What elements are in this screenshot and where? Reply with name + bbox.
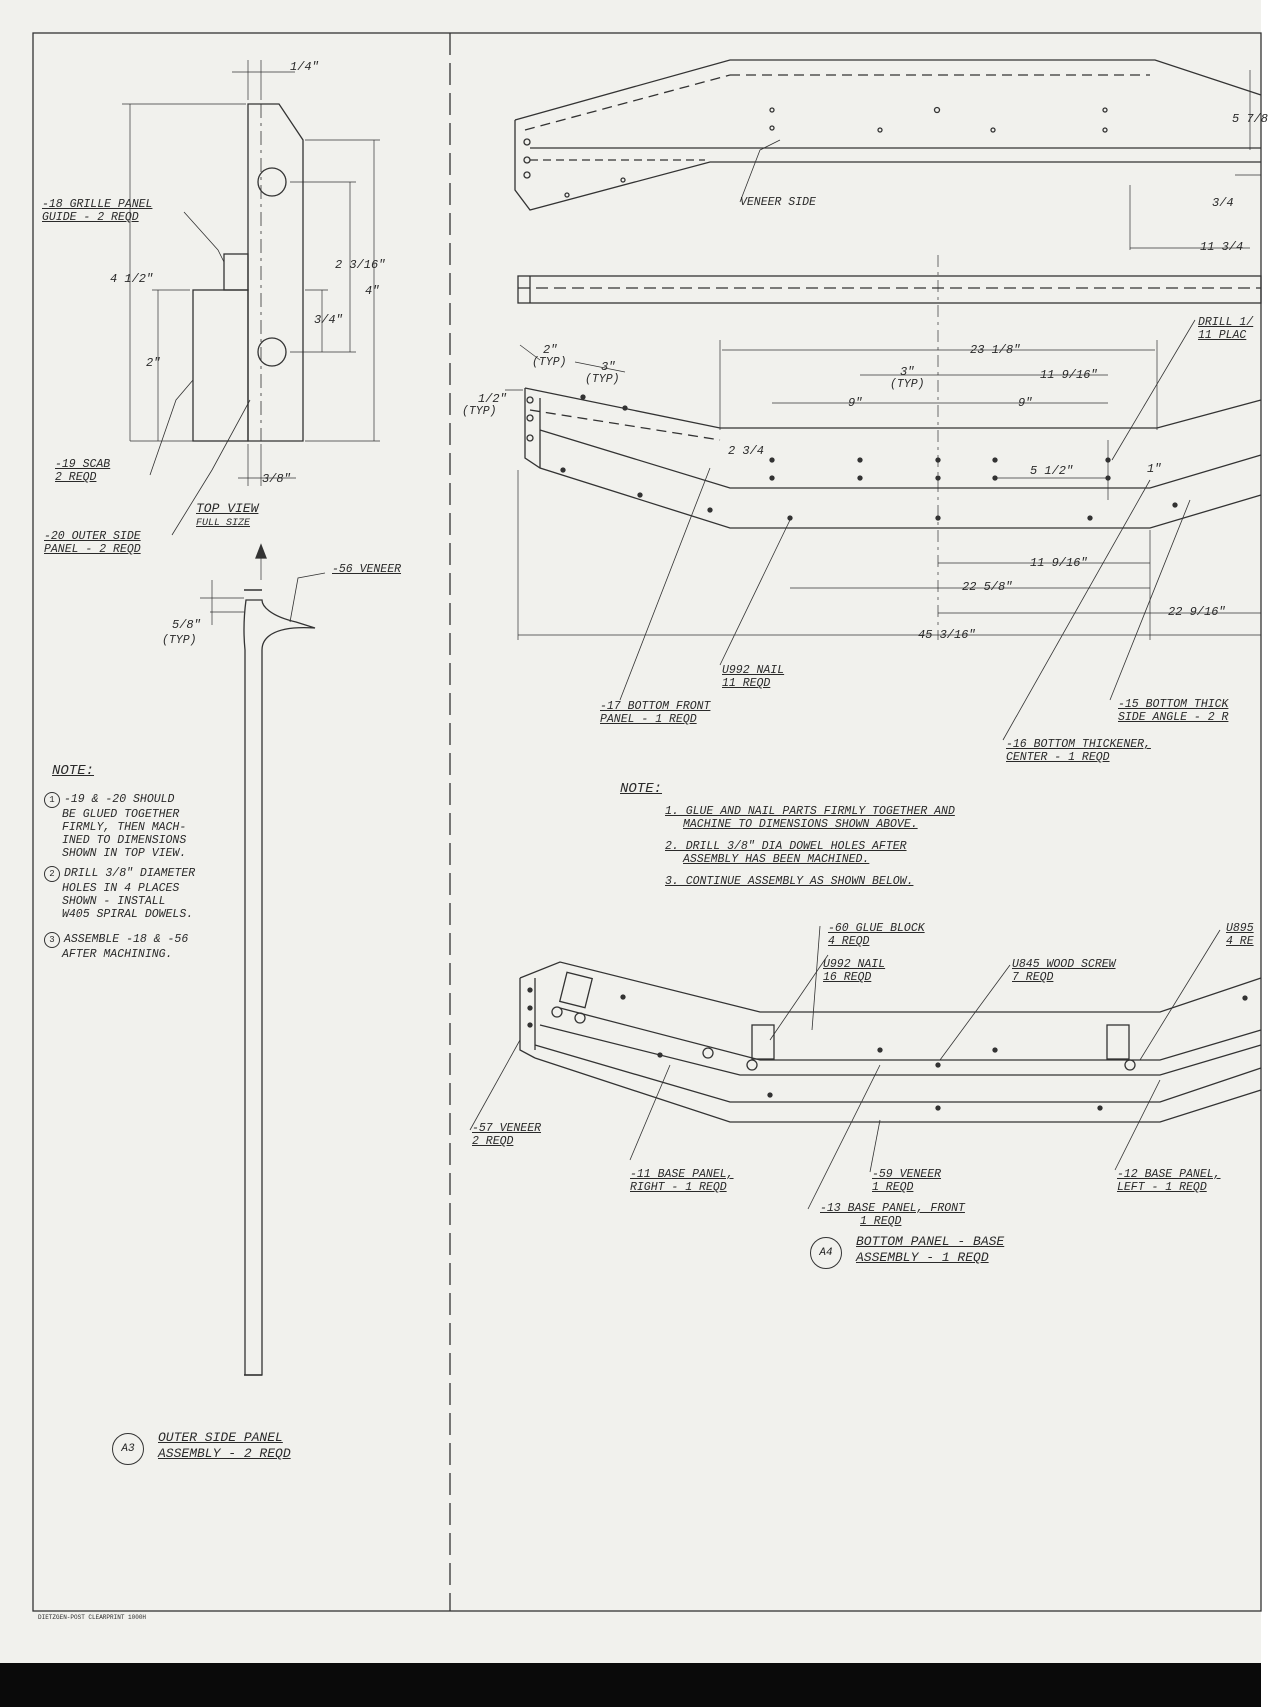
dim-22-5-8: 22 5/8" (962, 580, 1013, 594)
a3-side-view (200, 543, 326, 1376)
dim-3-4-right: 3/4 (1212, 196, 1234, 210)
dim-9-b: 9" (1018, 396, 1033, 410)
label-base-panel-left: -12 BASE PANEL,LEFT - 1 REQD (1117, 1168, 1221, 1194)
dim-11-9-16-b: 11 9/16" (1030, 556, 1088, 570)
dim-1-2-typ: 1/2" (478, 392, 507, 406)
a4-upper-panel (514, 59, 1262, 250)
a3-top-view (122, 60, 380, 536)
dim-typ-1: (TYP) (532, 356, 567, 369)
a4-base-assembly (469, 925, 1262, 1210)
scan-edge-bar (0, 1663, 1261, 1707)
view-id-a3: A3 (112, 1433, 144, 1465)
dim-11-3-4: 11 3/4 (1200, 240, 1244, 254)
dim-9-a: 9" (848, 396, 863, 410)
a4-edge-view (517, 255, 1262, 640)
note-a4-item-3: 3. CONTINUE ASSEMBLY AS SHOWN BELOW. (665, 875, 914, 888)
dim-4-1-2: 4 1/2" (110, 272, 154, 286)
dim-1: 1" (1147, 462, 1162, 476)
paper-brand-footer: DIETZGEN-POST CLEARPRINT 1000H (38, 1614, 147, 1621)
dim-5-7-8: 5 7/8 (1232, 112, 1268, 126)
dim-2-3-4: 2 3/4 (728, 444, 765, 458)
dim-22-9-16: 22 9/16" (1168, 605, 1226, 619)
label-veneer-side: VENEER SIDE (740, 196, 816, 209)
a4-middle-panel (505, 319, 1262, 741)
dim-typ-a3: (TYP) (162, 634, 197, 647)
dim-2: 2" (146, 356, 161, 370)
dim-5-1-2: 5 1/2" (1030, 464, 1074, 478)
label-base-panel-right: -11 BASE PANEL,RIGHT - 1 REQD (630, 1168, 734, 1194)
dim-3-typ-2: 3" (900, 365, 915, 379)
dim-5-8: 5/8" (172, 618, 201, 632)
dim-3-typ: 3" (601, 360, 616, 374)
drawing-border (32, 32, 1262, 1612)
note-a4-heading: NOTE: (620, 781, 663, 797)
dim-3-4: 3/4" (314, 313, 343, 327)
dim-11-9-16-a: 11 9/16" (1040, 368, 1098, 382)
label-bottom-thickener-center: -16 BOTTOM THICKENER,CENTER - 1 REQD (1006, 738, 1151, 764)
dim-typ-3: (TYP) (462, 405, 497, 418)
dim-2-typ: 2" (543, 343, 558, 357)
note-a4-item-1: 1. GLUE AND NAIL PARTS FIRMLY TOGETHER A… (665, 805, 955, 831)
dim-4: 4" (365, 284, 380, 298)
label-veneer-56: -56 VENEER (332, 563, 402, 576)
dim-typ-2: (TYP) (585, 373, 620, 386)
dim-2-3-16: 2 3/16" (335, 258, 386, 272)
dim-typ-4: (TYP) (890, 378, 925, 391)
note-a3-heading: NOTE: (52, 763, 95, 779)
dim-45-3-16: 45 3/16" (918, 628, 976, 642)
view-id-a4: A4 (810, 1237, 842, 1269)
label-drill: DRILL 1/11 PLAC (1198, 316, 1254, 342)
dim-quarter: 1/4" (290, 60, 319, 74)
dim-3-8: 3/8" (262, 472, 291, 486)
dim-23-1-8: 23 1/8" (970, 343, 1021, 357)
